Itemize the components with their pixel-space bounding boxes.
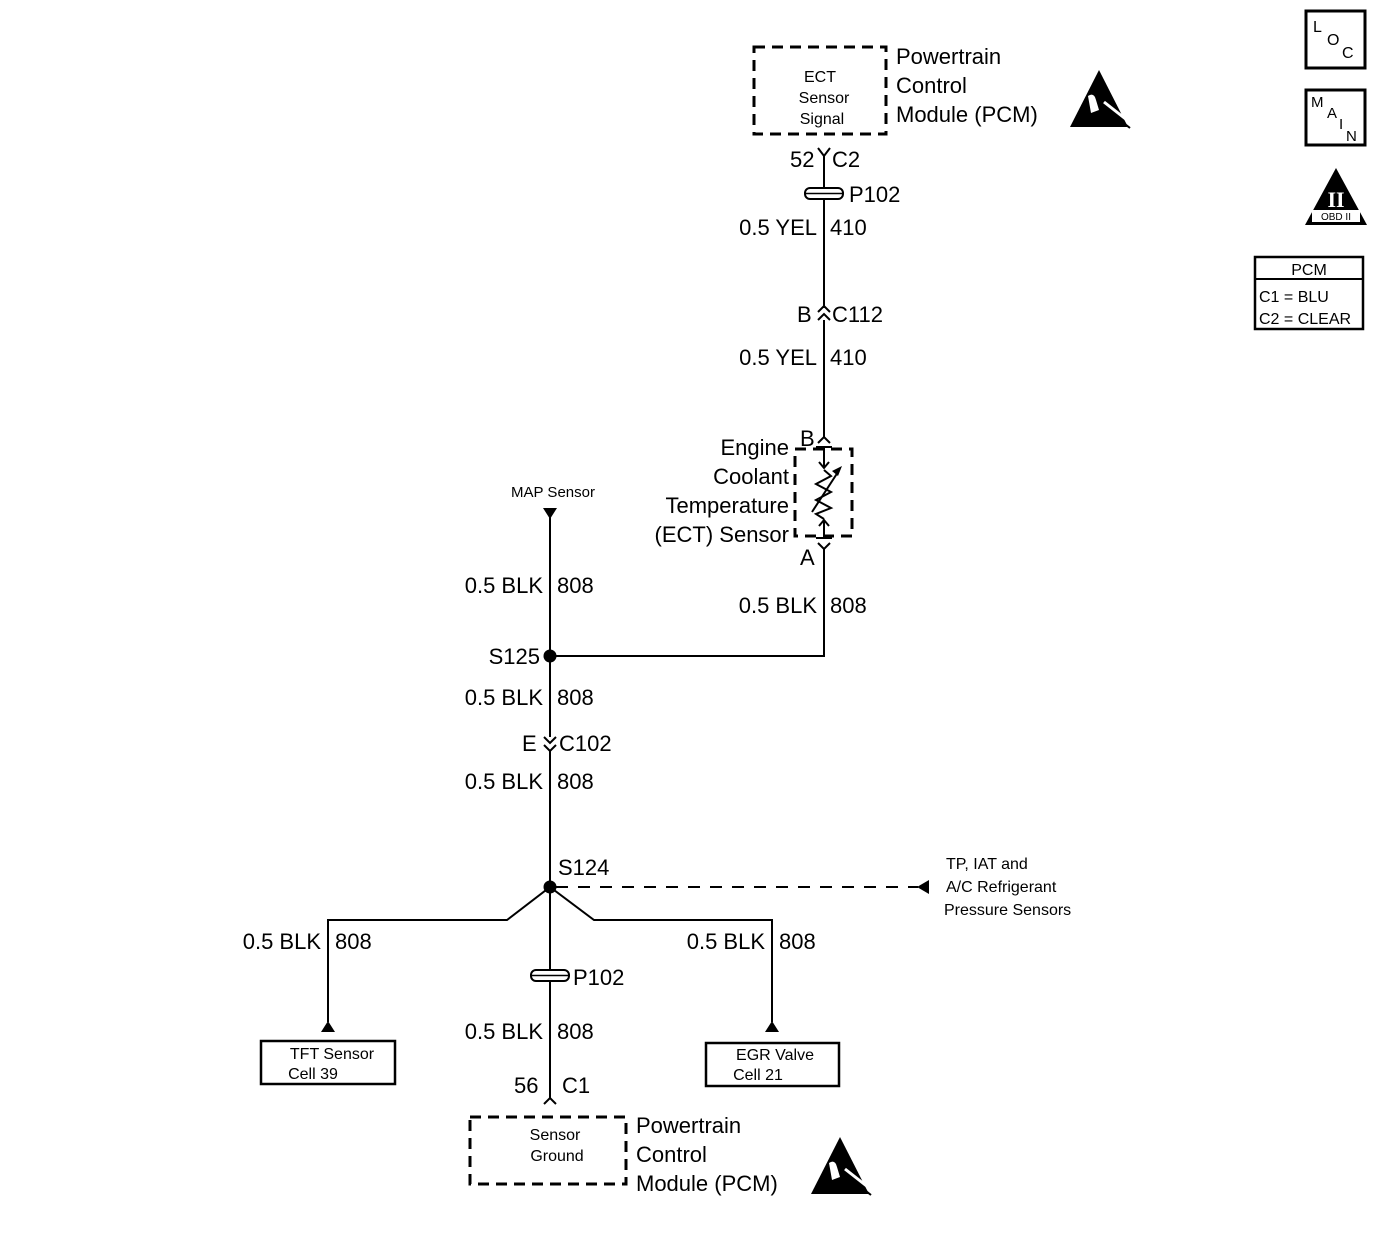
c1-pin: 56 [514,1073,538,1098]
wire-808-pcm-size: 0.5 BLK [465,1019,544,1044]
wire-808-tft-circuit: 808 [335,929,372,954]
egr-reference-box: EGR Valve Cell 21 [704,1041,841,1088]
wire-410-upper-size: 0.5 YEL [739,215,817,240]
wire-808-s125-down-size: 0.5 BLK [465,685,544,710]
wire-808-egr-circuit: 808 [779,929,816,954]
egr-ref-line-1: EGR Valve [736,1047,814,1064]
tft-arrow-icon [321,1021,335,1032]
pcm-connector-legend: PCM C1 = BLU C2 = CLEAR [1253,255,1365,331]
main-letter-n: N [1346,128,1357,145]
tft-ref-line-2: Cell 39 [288,1066,338,1083]
wire-808-ect-size: 0.5 BLK [739,593,818,618]
other-sensors-line-2: A/C Refrigerant [946,879,1057,896]
c1-connector-symbol [543,1096,557,1105]
c102-connector-symbol [543,736,557,753]
ect-pin-a: A [800,545,815,570]
lower-splice-pack-label: P102 [573,965,624,990]
tft-reference-box: TFT Sensor Cell 39 [259,1039,397,1086]
wire-808-map-size: 0.5 BLK [465,573,544,598]
wire-808-c102-down-circuit: 808 [557,769,594,794]
main-letter-i: I [1339,116,1343,133]
egr-arrow-icon [765,1021,779,1032]
wire-808-ect [550,549,825,657]
c2-pin: 52 [790,147,814,172]
top-pcm-box-line-3: Signal [800,111,844,128]
main-icon[interactable]: M A I N [1304,88,1367,147]
map-sensor-arrow-icon [543,508,557,519]
c102-label: C102 [559,731,612,756]
upper-splice-pack-symbol [804,187,844,200]
s124-label: S124 [558,855,609,880]
wire-808-tft [327,886,551,1022]
wire-808-map-circuit: 808 [557,573,594,598]
upper-splice-pack-label: P102 [849,182,900,207]
bottom-pcm-title-line-2: Control [636,1142,707,1167]
main-letter-m: M [1311,94,1324,111]
loc-letter-l: L [1313,19,1322,36]
ect-label-line-1: Engine [720,435,789,460]
bottom-pcm-box-line-2: Ground [530,1148,583,1165]
esd-warning-icon [811,1137,874,1196]
c112-connector-symbol [817,304,831,321]
bottom-pcm-box-line-1: Sensor [530,1127,581,1144]
wire-808-ect-circuit: 808 [830,593,867,618]
loc-letter-c: C [1342,45,1354,62]
c112-label: C112 [832,302,883,327]
map-sensor-label: MAP Sensor [511,484,595,501]
esd-warning-icon [1070,70,1133,129]
c2-connector-symbol [817,147,831,158]
bottom-pcm-title-line-1: Powertrain [636,1113,741,1138]
obd-numeral: II [1327,187,1344,212]
pcm-legend-row-1: C1 = BLU [1259,289,1329,306]
obd-ii-icon[interactable]: II OBD II [1305,168,1367,225]
egr-ref-line-2: Cell 21 [733,1067,783,1084]
ect-label-line-4: (ECT) Sensor [655,522,789,547]
other-sensors-line-3: Pressure Sensors [944,902,1071,919]
bottom-pcm: Sensor Ground Powertrain Control Module … [468,1113,874,1196]
ect-pin-b: B [800,426,815,451]
c102-pin: E [522,731,537,756]
lower-splice-pack-symbol [530,969,570,982]
loc-icon[interactable]: L O C [1304,9,1367,70]
main-letter-a: A [1327,105,1337,122]
pcm-legend-title: PCM [1291,262,1327,279]
wire-808-egr [549,886,773,1022]
c112-pin: B [797,302,812,327]
wire-410-lower-circuit: 410 [830,345,867,370]
ect-sensor [793,435,854,551]
loc-letter-o: O [1327,32,1339,49]
wire-808-s125-down-circuit: 808 [557,685,594,710]
top-pcm-box-line-1: ECT [804,69,836,86]
c1-label: C1 [562,1073,590,1098]
wire-410-upper-circuit: 410 [830,215,867,240]
wire-808-pcm-circuit: 808 [557,1019,594,1044]
wire-410-lower-size: 0.5 YEL [739,345,817,370]
pcm-legend-row-2: C2 = CLEAR [1259,311,1351,328]
top-pcm: ECT Sensor Signal Powertrain Control Mod… [752,44,1133,136]
top-pcm-title-line-3: Module (PCM) [896,102,1038,127]
other-sensors-line-1: TP, IAT and [946,856,1028,873]
wire-808-egr-size: 0.5 BLK [687,929,766,954]
s125-label: S125 [489,644,540,669]
top-pcm-title-line-1: Powertrain [896,44,1001,69]
obd-label: OBD II [1321,212,1351,223]
bottom-pcm-title-line-3: Module (PCM) [636,1171,778,1196]
ect-label-line-2: Coolant [713,464,789,489]
other-sensors-arrow-icon [917,880,929,894]
top-pcm-box-line-2: Sensor [799,90,850,107]
bottom-pcm-dashed-box [468,1115,628,1186]
ect-label-line-3: Temperature [665,493,789,518]
top-pcm-title-line-2: Control [896,73,967,98]
tft-ref-line-1: TFT Sensor [290,1046,375,1063]
c2-label: C2 [832,147,860,172]
wire-808-tft-size: 0.5 BLK [243,929,322,954]
wire-808-c102-down-size: 0.5 BLK [465,769,544,794]
